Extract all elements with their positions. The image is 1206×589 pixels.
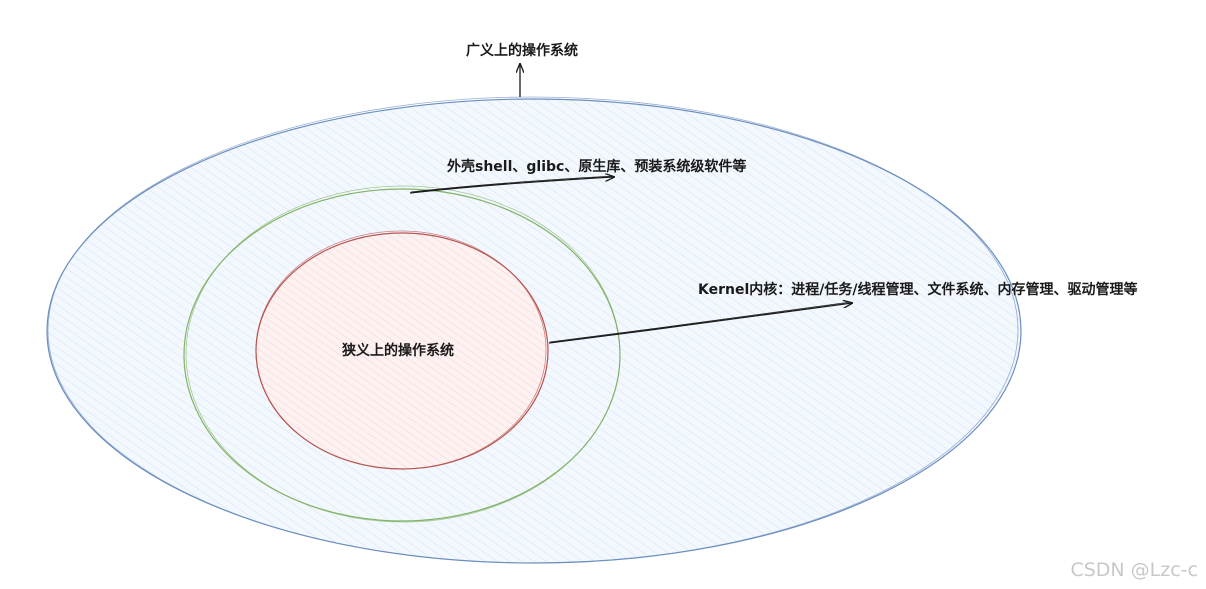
middle-ellipse-shell-layer [183,185,621,523]
narrow-os-label: 狭义上的操作系统 [342,343,454,359]
kernel-layer-label: Kernel内核：进程/任务/线程管理、文件系统、内存管理、驱动管理等 [698,282,1138,298]
arrow-to-kernel-label [548,302,852,344]
shell-layer-label: 外壳shell、glibc、原生库、预装系统级软件等 [447,159,747,175]
arrow-to-shell-label [409,176,614,194]
broad-os-label: 广义上的操作系统 [466,43,578,59]
inner-ellipse-narrow-os [255,230,549,470]
csdn-watermark: CSDN @Lzc-c [1070,559,1198,581]
